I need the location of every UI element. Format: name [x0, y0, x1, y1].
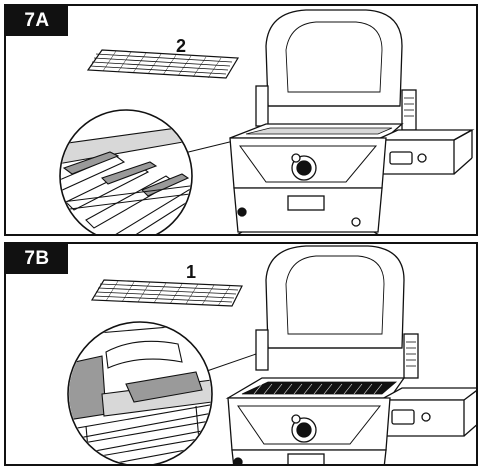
step-7a-illustration [59, 9, 475, 234]
grate-number-7a: 2 [176, 36, 187, 56]
cooking-grate-2 [86, 49, 240, 79]
zoom-detail-circle-7b [67, 321, 257, 464]
cooking-grate-1 [90, 279, 243, 307]
step-7b-panel: 7B 1 [4, 242, 478, 466]
step-label-7a: 7A [6, 6, 68, 36]
step-label-7b: 7B [6, 244, 68, 274]
step-7b-illustration [67, 245, 476, 464]
step-7a-panel: 7A 2 [4, 4, 478, 236]
zoom-detail-circle-7a [59, 109, 247, 234]
grill-body-7b [225, 245, 476, 464]
grill-body-7a [229, 9, 475, 234]
grate-number-7b: 1 [186, 262, 197, 282]
